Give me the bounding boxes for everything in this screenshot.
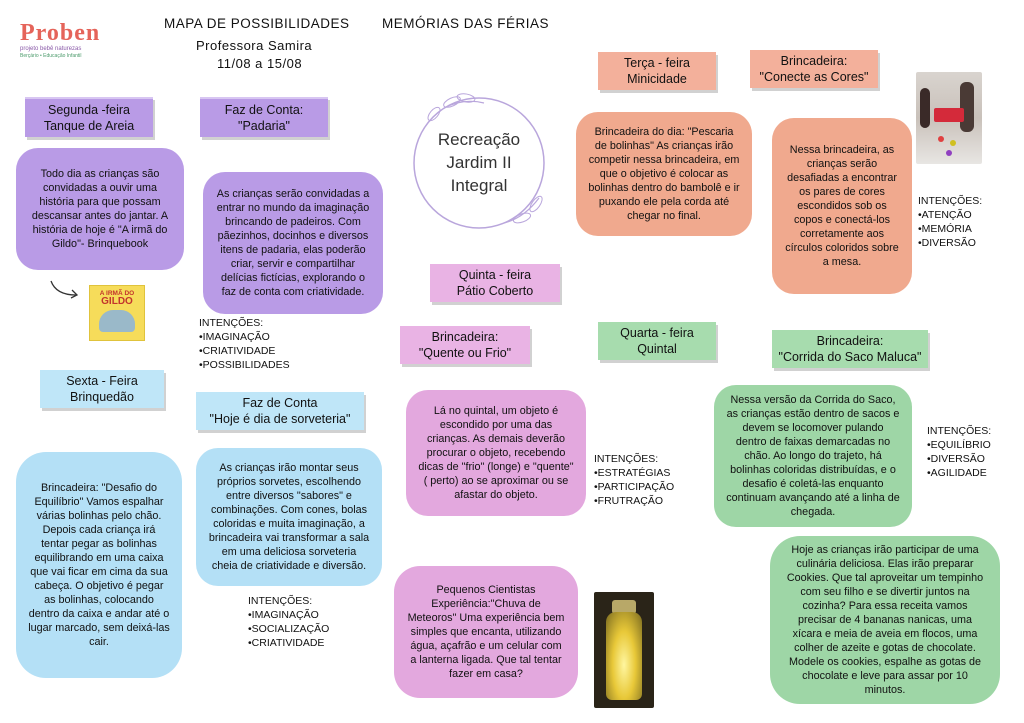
monday-card: Todo dia as crianças são convidadas a ou…: [16, 148, 184, 270]
tuesday-text: Brincadeira do dia: "Pescaria de bolinha…: [588, 126, 740, 222]
intentions-title: INTENÇÕES:: [594, 453, 659, 465]
saco-tag-title: Brincadeira:: [816, 334, 884, 348]
logo: Proben projeto bebê naturezas Berçário •…: [20, 20, 120, 59]
saco-intentions: INTENÇÕES: •EQUILÍBRIO •DIVERSÃO •AGILID…: [927, 424, 991, 480]
wednesday-tag-place: Quintal: [637, 342, 677, 356]
wednesday-tag-day: Quarta - feira: [620, 326, 694, 340]
padaria-tag-name: "Padaria": [238, 119, 290, 133]
wednesday-tag: Quarta - feira Quintal: [598, 322, 716, 360]
monday-tag-place: Tanque de Areia: [43, 119, 135, 133]
saco-text: Nessa versão da Corrida do Saco, as cria…: [726, 394, 900, 518]
friday-tag: Sexta - Feira Brinquedão: [40, 370, 164, 408]
cores-tag-name: "Conecte as Cores": [759, 70, 869, 84]
friday-text: Brincadeira: "Desafio do Equilíbrio" Vam…: [28, 482, 170, 648]
sorveteria-text: As crianças irão montar seus próprios so…: [208, 462, 370, 572]
monday-tag-day: Segunda -feira: [47, 103, 130, 117]
intention-item: •CRIATIVIDADE: [199, 345, 276, 357]
thursday-tag-place: Pátio Coberto: [456, 284, 534, 298]
intention-item: •MEMÓRIA: [918, 223, 972, 235]
book-illustration: [99, 310, 135, 332]
friday-tag-place: Brinquedão: [70, 390, 134, 404]
cientistas-text: Pequenos Cientistas Experiência:"Chuva d…: [407, 584, 565, 680]
monday-tag: Segunda -feira Tanque de Areia: [25, 97, 153, 137]
intentions-title: INTENÇÕES:: [918, 195, 983, 207]
tuesday-card: Brincadeira do dia: "Pescaria de bolinha…: [576, 112, 752, 236]
thursday-tag-day: Quinta - feira: [458, 268, 532, 282]
tuesday-tag-day: Terça - feira: [624, 56, 690, 70]
cores-text: Nessa brincadeira, as crianças serão des…: [785, 144, 899, 268]
arrow-icon: [48, 278, 82, 305]
intention-item: •DIVERSÃO: [927, 453, 985, 465]
cientistas-card: Pequenos Cientistas Experiência:"Chuva d…: [394, 566, 578, 698]
friday-tag-day: Sexta - Feira: [66, 374, 138, 388]
logo-text: Proben: [20, 20, 101, 46]
dates: 11/08 a 15/08: [217, 56, 303, 71]
cores-card: Nessa brincadeira, as crianças serão des…: [772, 118, 912, 294]
intention-item: •IMAGINAÇÃO: [248, 609, 319, 621]
title-left: MAPA DE POSSIBILIDADES: [164, 16, 350, 31]
intentions-title: INTENÇÕES:: [199, 317, 264, 329]
padaria-tag: Faz de Conta: "Padaria": [200, 97, 328, 137]
center-wreath: [404, 88, 554, 238]
quente-tag: Brincadeira: "Quente ou Frio": [400, 326, 530, 364]
intention-item: •CRIATIVIDADE: [248, 637, 325, 649]
tuesday-tag-place: Minicidade: [627, 72, 687, 86]
quente-card: Lá no quintal, um objeto é escondido por…: [406, 390, 586, 516]
intention-item: •ATENÇÃO: [918, 209, 972, 221]
intention-item: •FRUTRAÇÃO: [594, 495, 664, 507]
cores-photo: [916, 72, 982, 164]
logo-subtext-2: Berçário • Educação Infantil: [20, 53, 82, 59]
cores-intentions: INTENÇÕES: •ATENÇÃO •MEMÓRIA •DIVERSÃO: [918, 194, 982, 250]
intentions-title: INTENÇÕES:: [248, 595, 313, 607]
padaria-tag-title: Faz de Conta:: [224, 103, 304, 117]
center-line-2: Jardim II: [446, 153, 512, 172]
thursday-tag: Quinta - feira Pátio Coberto: [430, 264, 560, 302]
book-title-2: GILDO: [101, 296, 133, 307]
book-title-1: A IRMÃ DO: [99, 290, 135, 297]
intention-item: •IMAGINAÇÃO: [199, 331, 270, 343]
sorveteria-tag: Faz de Conta "Hoje é dia de sorveteria": [196, 392, 364, 430]
saco-tag-name: "Corrida do Saco Maluca": [778, 350, 922, 364]
center-line-1: Recreação: [437, 130, 521, 149]
quente-intentions: INTENÇÕES: •ESTRATÉGIAS •PARTICIPAÇÃO •F…: [594, 452, 674, 508]
sorveteria-tag-title: Faz de Conta: [242, 396, 318, 410]
book-cover-image: A IRMÃ DO GILDO: [89, 285, 145, 341]
quente-text: Lá no quintal, um objeto é escondido por…: [418, 405, 574, 501]
quente-tag-name: "Quente ou Frio": [418, 346, 512, 360]
padaria-card: As crianças serão convidadas a entrar no…: [203, 172, 383, 314]
teacher-name: Professora Samira: [196, 38, 313, 53]
intention-item: •AGILIDADE: [927, 467, 987, 479]
saco-tag: Brincadeira: "Corrida do Saco Maluca": [772, 330, 928, 368]
saco-card: Nessa versão da Corrida do Saco, as cria…: [714, 385, 912, 527]
cores-tag: Brincadeira: "Conecte as Cores": [750, 50, 878, 88]
monday-text: Todo dia as crianças são convidadas a ou…: [31, 168, 169, 250]
cookies-card: Hoje as crianças irão participar de uma …: [770, 536, 1000, 704]
center-line-3: Integral: [450, 176, 508, 195]
intention-item: •PARTICIPAÇÃO: [594, 481, 675, 493]
padaria-intentions: INTENÇÕES: •IMAGINAÇÃO •CRIATIVIDADE •PO…: [199, 316, 290, 372]
center-title: Recreação Jardim II Integral: [404, 128, 554, 197]
logo-subtext: projeto bebê naturezas: [20, 46, 82, 52]
intention-item: •POSSIBILIDADES: [199, 359, 290, 371]
intention-item: •ESTRATÉGIAS: [594, 467, 671, 479]
sorveteria-card: As crianças irão montar seus próprios so…: [196, 448, 382, 586]
wreath-icon: [413, 93, 545, 229]
intentions-title: INTENÇÕES:: [927, 425, 992, 437]
tuesday-tag: Terça - feira Minicidade: [598, 52, 716, 90]
sorveteria-tag-name: "Hoje é dia de sorveteria": [209, 412, 351, 426]
intention-item: •DIVERSÃO: [918, 237, 976, 249]
quente-tag-title: Brincadeira:: [431, 330, 499, 344]
jar-photo: [594, 592, 654, 708]
sorveteria-intentions: INTENÇÕES: •IMAGINAÇÃO •SOCIALIZAÇÃO •CR…: [248, 594, 329, 650]
intention-item: •EQUILÍBRIO: [927, 439, 991, 451]
cores-tag-title: Brincadeira:: [780, 54, 848, 68]
cookies-text: Hoje as crianças irão participar de uma …: [786, 544, 984, 696]
title-right: MEMÓRIAS DAS FÉRIAS: [382, 16, 550, 31]
padaria-text: As crianças serão convidadas a entrar no…: [216, 188, 370, 298]
friday-card: Brincadeira: "Desafio do Equilíbrio" Vam…: [16, 452, 182, 678]
intention-item: •SOCIALIZAÇÃO: [248, 623, 330, 635]
